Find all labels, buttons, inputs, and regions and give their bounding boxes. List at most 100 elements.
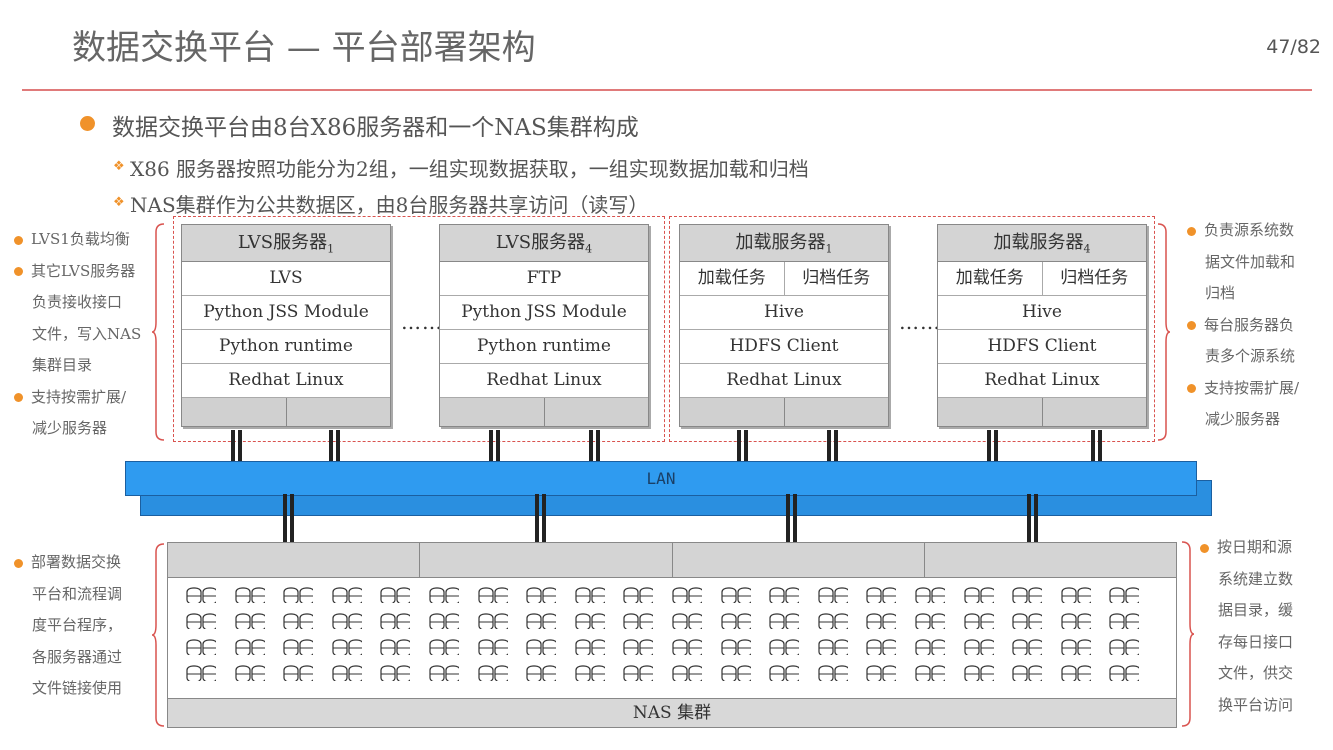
- note-line: 据文件加载和: [1187, 247, 1299, 279]
- sub-bullet-1: X86 服务器按照功能分为2组，一组实现数据获取，一组实现数据加载和归档: [130, 157, 809, 181]
- cable: [987, 430, 991, 462]
- disk-icon: [818, 613, 848, 629]
- cable: [290, 494, 294, 542]
- disk-icon: [380, 665, 411, 681]
- disk-icon: [526, 587, 557, 603]
- disk-icon: [283, 587, 314, 603]
- cable: [283, 494, 287, 542]
- note-line: 度平台程序，: [14, 610, 122, 642]
- disk-icon: [769, 639, 800, 655]
- note-line: 按日期和源: [1200, 532, 1293, 564]
- cable: [1098, 430, 1102, 462]
- disk-icon: [866, 665, 897, 681]
- disk-icon: [477, 639, 508, 655]
- note-text: 文件，供交: [1218, 664, 1294, 682]
- server-layer: Hive: [680, 296, 888, 330]
- disk-icon: [818, 665, 848, 681]
- server-ports: [680, 398, 888, 426]
- right-top-brace: [1157, 223, 1170, 441]
- page-title: 数据交换平台 — 平台部署架构: [72, 28, 536, 68]
- disk-icon: [672, 613, 702, 629]
- disk-icon: [769, 665, 800, 681]
- cable: [827, 430, 831, 462]
- note-line: 平台和流程调: [14, 579, 122, 611]
- note-text: 系统建立数: [1218, 569, 1294, 588]
- right-notes-bottom: 按日期和源系统建立数据目录，缓存每日接口文件，供交换平台访问: [1200, 532, 1293, 721]
- server-layer: HDFS Client: [938, 330, 1146, 364]
- cable: [336, 430, 340, 462]
- disk-icon: [963, 587, 994, 603]
- disk-icon: [575, 639, 605, 655]
- disk-icon: [1012, 665, 1043, 681]
- cable: [1091, 430, 1095, 462]
- disk-icon: [186, 639, 216, 655]
- disk-icon: [283, 639, 314, 655]
- server-layer: Redhat Linux: [182, 364, 390, 398]
- nas-cluster: NAS 集群: [167, 542, 1177, 728]
- disk-icon: [623, 587, 654, 603]
- disk-icon: [477, 587, 508, 603]
- disk-icon: [1109, 665, 1140, 681]
- note-line: 部署数据交换: [14, 547, 122, 579]
- disk-icon: [720, 639, 751, 655]
- server-task-row: 加载任务归档任务: [938, 262, 1146, 296]
- disk-icon: [575, 587, 605, 603]
- note-line: 负责源系统数: [1187, 215, 1299, 247]
- note-line: 支持按需扩展/: [14, 382, 141, 414]
- note-text: 度平台程序，: [32, 616, 123, 634]
- server-layer: Python runtime: [182, 330, 390, 364]
- cable: [994, 430, 998, 462]
- disk-icon: [1061, 665, 1091, 681]
- server-header: LVS服务器1: [182, 225, 390, 262]
- note-text: 部署数据交换: [31, 553, 122, 571]
- note-text: 责多个源系统: [1205, 347, 1296, 365]
- disk-icon: [623, 665, 654, 681]
- cable: [489, 430, 493, 462]
- cable: [542, 494, 546, 542]
- bullet-dot: [14, 393, 23, 402]
- cable: [834, 430, 838, 462]
- bullet-dot: [1187, 226, 1196, 236]
- disk-icon: [1061, 639, 1091, 655]
- disk-icon: [769, 613, 800, 629]
- note-text: 支持按需扩展/: [31, 387, 127, 406]
- disk-icon: [915, 639, 945, 655]
- disk-icon: [1109, 587, 1140, 603]
- disk-icon: [234, 587, 265, 603]
- note-text: 负责接收接口: [32, 293, 123, 311]
- disk-icon: [769, 587, 800, 603]
- note-text: 文件，写入NAS: [32, 324, 142, 343]
- bullet-dot: [14, 235, 23, 245]
- sub-bullet-2: NAS集群作为公共数据区，由8台服务器共享访问（读写）: [130, 193, 649, 217]
- server-layer: Redhat Linux: [680, 364, 888, 398]
- disk-icon: [866, 639, 897, 655]
- note-line: 其它LVS服务器: [14, 256, 141, 288]
- disk-icon: [866, 587, 897, 603]
- disk-icon: [672, 639, 702, 655]
- disk-icon: [720, 613, 751, 629]
- server-layer: LVS: [182, 262, 390, 296]
- bullet-dot: [14, 267, 23, 276]
- note-line: 负责接收接口: [14, 287, 141, 319]
- note-line: 文件链接使用: [14, 673, 122, 705]
- nas-controllers: [168, 543, 1176, 578]
- cable: [1034, 494, 1038, 542]
- disk-icon: [283, 665, 314, 681]
- disk-icon: [186, 665, 216, 681]
- right-bottom-brace: [1181, 541, 1194, 727]
- disk-icon: [1109, 613, 1140, 629]
- bullet-dot: [1187, 384, 1196, 393]
- server-layer: Redhat Linux: [938, 364, 1146, 398]
- ellipsis: ……: [899, 310, 941, 334]
- note-line: 每台服务器负: [1187, 310, 1299, 342]
- server-layer: Python JSS Module: [182, 296, 390, 330]
- disk-icon: [1012, 587, 1043, 603]
- server-lvs-1: LVS服务器1 LVS Python JSS Module Python run…: [181, 224, 391, 427]
- note-text: 减少服务器: [1205, 410, 1281, 428]
- note-text: 据目录，缓: [1218, 601, 1294, 619]
- title-divider: [22, 89, 1312, 91]
- disk-icon: [1109, 639, 1140, 655]
- note-line: 减少服务器: [14, 413, 141, 445]
- left-notes-bottom: 部署数据交换平台和流程调度平台程序，各服务器通过文件链接使用: [14, 547, 122, 705]
- server-lvs-4: LVS服务器4 FTP Python JSS Module Python run…: [439, 224, 649, 427]
